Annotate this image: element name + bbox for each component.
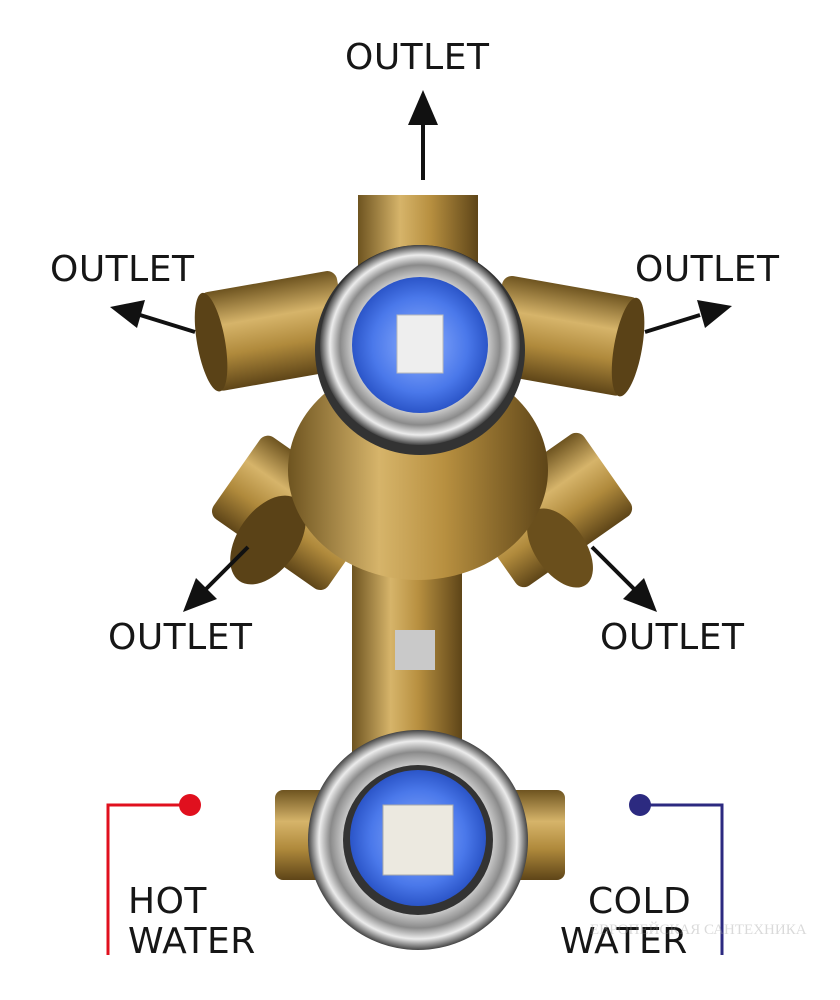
diverter-cartridge	[315, 245, 525, 455]
outlet-arrows	[110, 90, 732, 612]
outlet-top-label: OUTLET	[345, 37, 490, 78]
watermark: ЕВРОПЕЙСКАЯ САНТЕХНИКА	[590, 922, 807, 938]
arrow-lower-right-icon	[623, 578, 657, 612]
outlet-lower-right-label: OUTLET	[600, 617, 745, 658]
cold-water-indicator	[629, 794, 724, 955]
arrow-upper-right-icon	[697, 300, 732, 328]
shutoff-cartridge	[308, 730, 528, 950]
arrow-upper-left-icon	[110, 300, 145, 328]
outlet-lower-left-label: OUTLET	[108, 617, 253, 658]
cold-water-label-line2: WATER	[560, 921, 688, 962]
hot-water-label-line2: WATER	[128, 921, 256, 962]
hot-water-label-line1: HOT	[128, 881, 207, 922]
outlet-upper-right-label: OUTLET	[635, 249, 780, 290]
hot-water-indicator	[106, 794, 201, 955]
arrow-lower-left-icon	[183, 578, 217, 612]
outlet-upper-left-label: OUTLET	[50, 249, 195, 290]
cold-water-label-line1: COLD	[588, 881, 692, 922]
